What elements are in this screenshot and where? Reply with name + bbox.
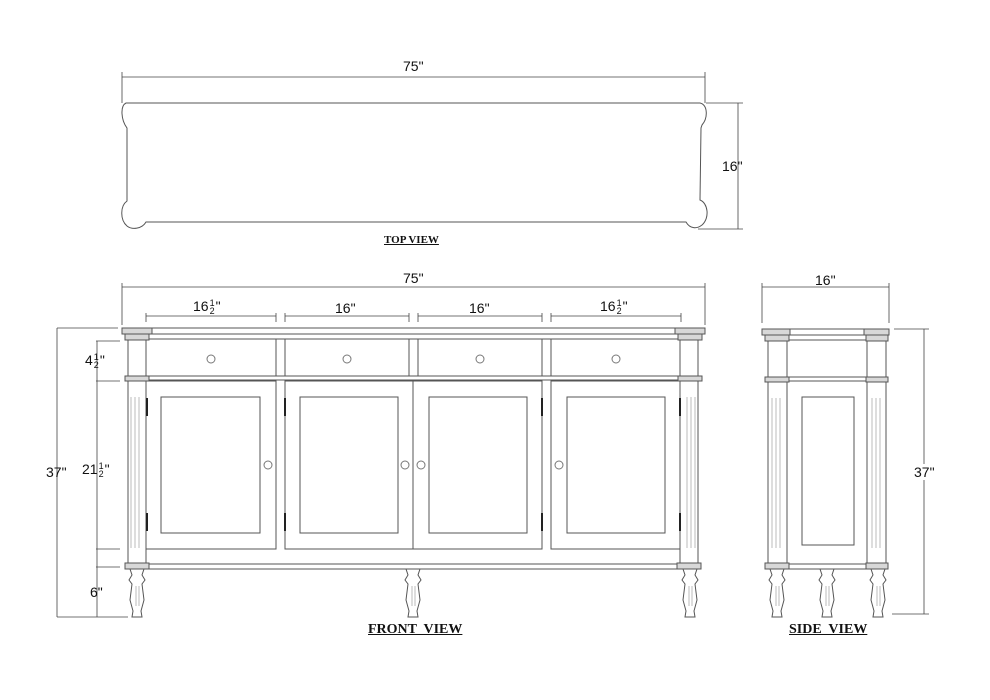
drawer-knob-2 xyxy=(342,354,352,364)
front-view xyxy=(56,283,706,618)
drawer-knob-3 xyxy=(475,354,485,364)
top-width-label: 75" xyxy=(403,58,424,74)
overall-height-label: 37" xyxy=(46,464,67,480)
drawer-knob-4 xyxy=(611,354,621,364)
section-width-2: 16" xyxy=(335,300,356,316)
leg-height-label: 6" xyxy=(90,584,103,600)
side-depth-label: 16" xyxy=(815,272,836,288)
top-view xyxy=(121,72,743,230)
leg-left xyxy=(128,568,146,618)
drawer-knob-1 xyxy=(206,354,216,364)
side-view-title: SIDE VIEW xyxy=(789,622,868,637)
front-view-title: FRONT VIEW xyxy=(368,622,463,637)
leg-right xyxy=(681,568,699,618)
side-height-label: 37" xyxy=(914,464,935,480)
top-depth-label: 16" xyxy=(722,158,743,174)
top-view-title: TOP VIEW xyxy=(384,234,439,246)
side-view xyxy=(761,283,929,618)
section-width-3: 16" xyxy=(469,300,490,316)
leg-center xyxy=(404,568,422,618)
front-width-label: 75" xyxy=(403,270,424,286)
